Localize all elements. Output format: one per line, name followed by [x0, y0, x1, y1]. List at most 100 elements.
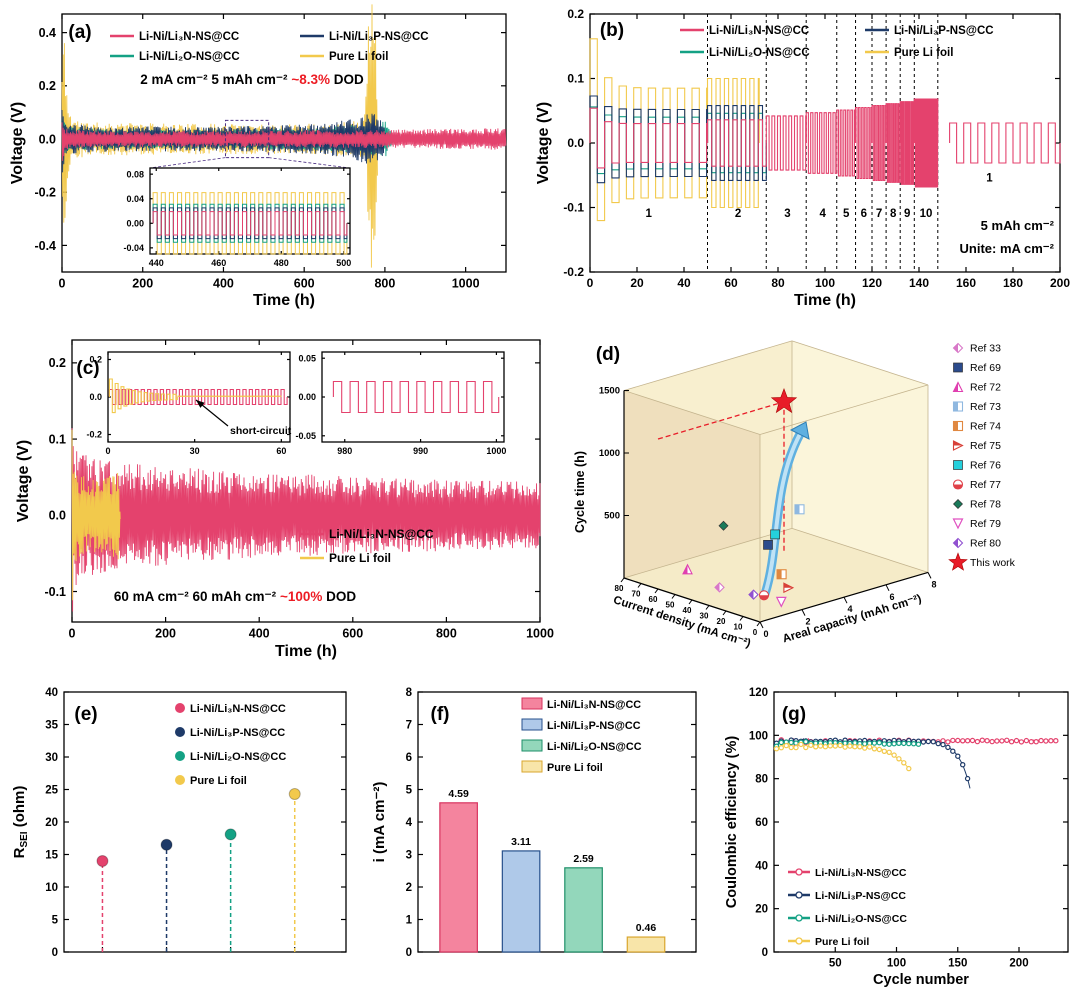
x-tick-label: 600 [342, 627, 363, 641]
series-b-yellow [589, 38, 709, 222]
y-tick-label: 0.0 [89, 392, 102, 402]
series-b-pink [854, 106, 873, 180]
ce-point-li3p [955, 753, 961, 759]
ce-point-li3p [945, 744, 951, 751]
path-shape [770, 387, 798, 414]
path-shape [953, 499, 963, 509]
legend-dot-li3p [175, 727, 185, 737]
cycle-tick-label: 500 [604, 511, 620, 522]
trend-arrow-highlight [763, 432, 802, 596]
x-tick-label: 120 [862, 276, 882, 290]
ce-point-li3n [1028, 739, 1034, 745]
wall-right [792, 340, 928, 573]
series-c-li3n [71, 428, 541, 612]
z-axis-label: Cycle time (h) [573, 451, 587, 533]
bar-value-li2o: 2.59 [573, 853, 594, 865]
rate-label: 10 [920, 208, 933, 220]
legend-marker-this-work [948, 552, 968, 571]
path-shape [953, 343, 958, 353]
ac-tick-label: 6 [889, 592, 894, 602]
series-b-pink [589, 107, 709, 169]
ce-point-li3p [925, 738, 931, 745]
ce-point-pureli [861, 745, 868, 751]
rsei-point-li2o [224, 828, 237, 841]
legend-label: Li-Ni/Li₃P-NS@CC [815, 890, 906, 902]
y-tick-label: 0.0 [39, 132, 56, 146]
line-shape [927, 572, 932, 579]
ce-point-li3n [964, 738, 971, 744]
x-tick-label: 990 [413, 446, 428, 456]
legend-label-ref-72: Ref 72 [970, 382, 1001, 394]
ce-point-li3p [920, 739, 927, 745]
rect-shape [795, 504, 800, 514]
ce-point-pureli [773, 745, 780, 752]
ce-point-pureli [827, 743, 834, 749]
y-tick-label: -0.04 [123, 243, 144, 253]
line-shape [756, 621, 761, 627]
legend-marker-ref-72 [952, 381, 964, 393]
ce-point-li3n [959, 738, 966, 744]
legend-label-ref-78: Ref 78 [970, 499, 1001, 511]
legend-label-li2o: Li-Ni/Li₂O-NS@CC [190, 751, 286, 763]
condition-annotation: 60 mA cm⁻² 60 mAh cm⁻² ~100% DOD [114, 589, 356, 604]
ce-point-li3p [964, 775, 971, 782]
ce-point-pureli [783, 742, 790, 749]
x-tick-label: 1000 [486, 446, 506, 456]
point-ref-80 [748, 589, 759, 600]
x-tick-label: 800 [436, 627, 457, 641]
ce-point-li3n [984, 738, 990, 744]
ce-point-pureli [891, 752, 897, 758]
legend-label-pureli: Pure Li foil [190, 775, 247, 787]
rate-label: 9 [904, 208, 910, 220]
legend-marker-dot [795, 937, 803, 945]
panel-label-c: (c) [76, 358, 99, 379]
ce-point-li3n [999, 738, 1005, 744]
legend-label-ref-79: Ref 79 [970, 518, 1001, 530]
series-b-pink [949, 122, 1061, 164]
legend-label-ref-69: Ref 69 [970, 362, 1001, 374]
y-tick-label: 0 [52, 947, 58, 959]
ac-tick-label: 4 [847, 604, 852, 614]
legend-marker-ref-74 [952, 420, 964, 432]
bar-li3p [501, 850, 541, 953]
x-tick-label: 140 [909, 276, 929, 290]
ce-point-li2o [778, 739, 785, 746]
short-circuit-label: short-circuit [230, 425, 292, 437]
x-tick-label: 60 [724, 276, 738, 290]
rate-label: 2 [735, 208, 741, 220]
line-shape [623, 528, 793, 579]
rate-label: 6 [861, 208, 867, 220]
inset1-yellow [108, 378, 178, 414]
legend-label-li2o: Li-Ni/Li₂O-NS@CC [547, 741, 642, 753]
ce-point-pureli [906, 765, 912, 772]
series-b-pink [899, 101, 915, 185]
ce-point-li3n [945, 739, 951, 745]
line-shape [654, 588, 659, 594]
y-tick-label: 0 [406, 947, 412, 959]
x-tick-label: 1000 [526, 627, 554, 641]
path-shape [759, 595, 769, 600]
line-shape [623, 390, 761, 435]
legend-label: Pure Li foil [815, 936, 869, 948]
legend-label-li3n: Li-Ni/Li₃N-NS@CC [190, 703, 286, 715]
point-ref-74 [776, 569, 787, 580]
x-tick-label: 0 [69, 627, 76, 641]
x-tick-label: 980 [337, 446, 352, 456]
legend-label-pureli: Pure Li foil [547, 762, 603, 774]
path-shape [953, 538, 958, 548]
ce-point-li2o [891, 741, 897, 747]
x-tick-label: 480 [274, 258, 289, 268]
x-axis-label-g: Cycle number [873, 972, 969, 988]
legend-marker-dot [795, 891, 803, 899]
x-axis-label-a: Time (h) [253, 292, 315, 309]
x-tick-label: 80 [771, 276, 785, 290]
x-tick-label: 30 [190, 446, 200, 456]
line-shape [801, 609, 806, 616]
line-shape [671, 594, 676, 599]
